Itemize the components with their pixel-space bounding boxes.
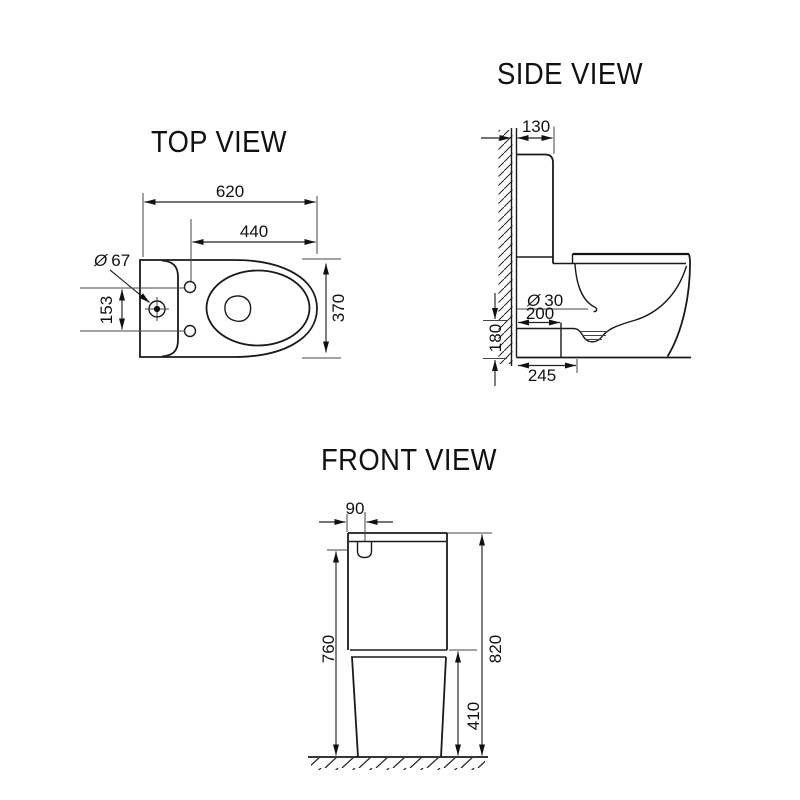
top-view-fixing-hole-target (145, 297, 169, 321)
dim-text-440: 440 (240, 222, 268, 241)
dim-text-410: 410 (464, 702, 483, 730)
dim-text-130: 130 (522, 117, 550, 136)
front-view-pedestal-right (440, 656, 447, 758)
front-view-pedestal-left (351, 656, 359, 758)
dim-text-180: 180 (486, 324, 505, 352)
side-view-water-lines (580, 331, 608, 340)
side-view-title: SIDE VIEW (497, 56, 643, 91)
side-view-cistern (516, 153, 554, 264)
dim-text-820: 820 (486, 635, 505, 663)
side-view-back-edge (666, 253, 691, 357)
top-view-seat-ring (205, 269, 311, 347)
dim-text-370: 370 (329, 294, 348, 322)
top-view-cistern-front-line (161, 259, 179, 358)
dim-text-245: 245 (528, 366, 556, 385)
leader-line-hole-diameter (109, 269, 150, 303)
dim-text-90: 90 (346, 499, 365, 518)
dim-text-760: 760 (319, 635, 338, 663)
top-view-water-spot (224, 295, 252, 323)
dim-text-153: 153 (97, 296, 116, 324)
side-view-bowl-underside-curve (572, 265, 688, 343)
floor-hatching (311, 758, 485, 770)
top-view-title: TOP VIEW (151, 124, 287, 159)
top-view-pan-outline (139, 259, 318, 358)
top-view-seat-hole-upper (183, 280, 197, 294)
dim-text-620: 620 (216, 182, 244, 201)
front-view: FRONT VIEW 90 760 410 820 (308, 442, 505, 770)
dim-text-200: 200 (526, 304, 554, 323)
front-view-title: FRONT VIEW (321, 442, 497, 477)
top-view-seat-hole-lower (183, 324, 197, 338)
side-view-bowl-front-curve (574, 263, 598, 313)
front-view-flush-button (356, 542, 373, 559)
wall-hatching (498, 130, 513, 364)
